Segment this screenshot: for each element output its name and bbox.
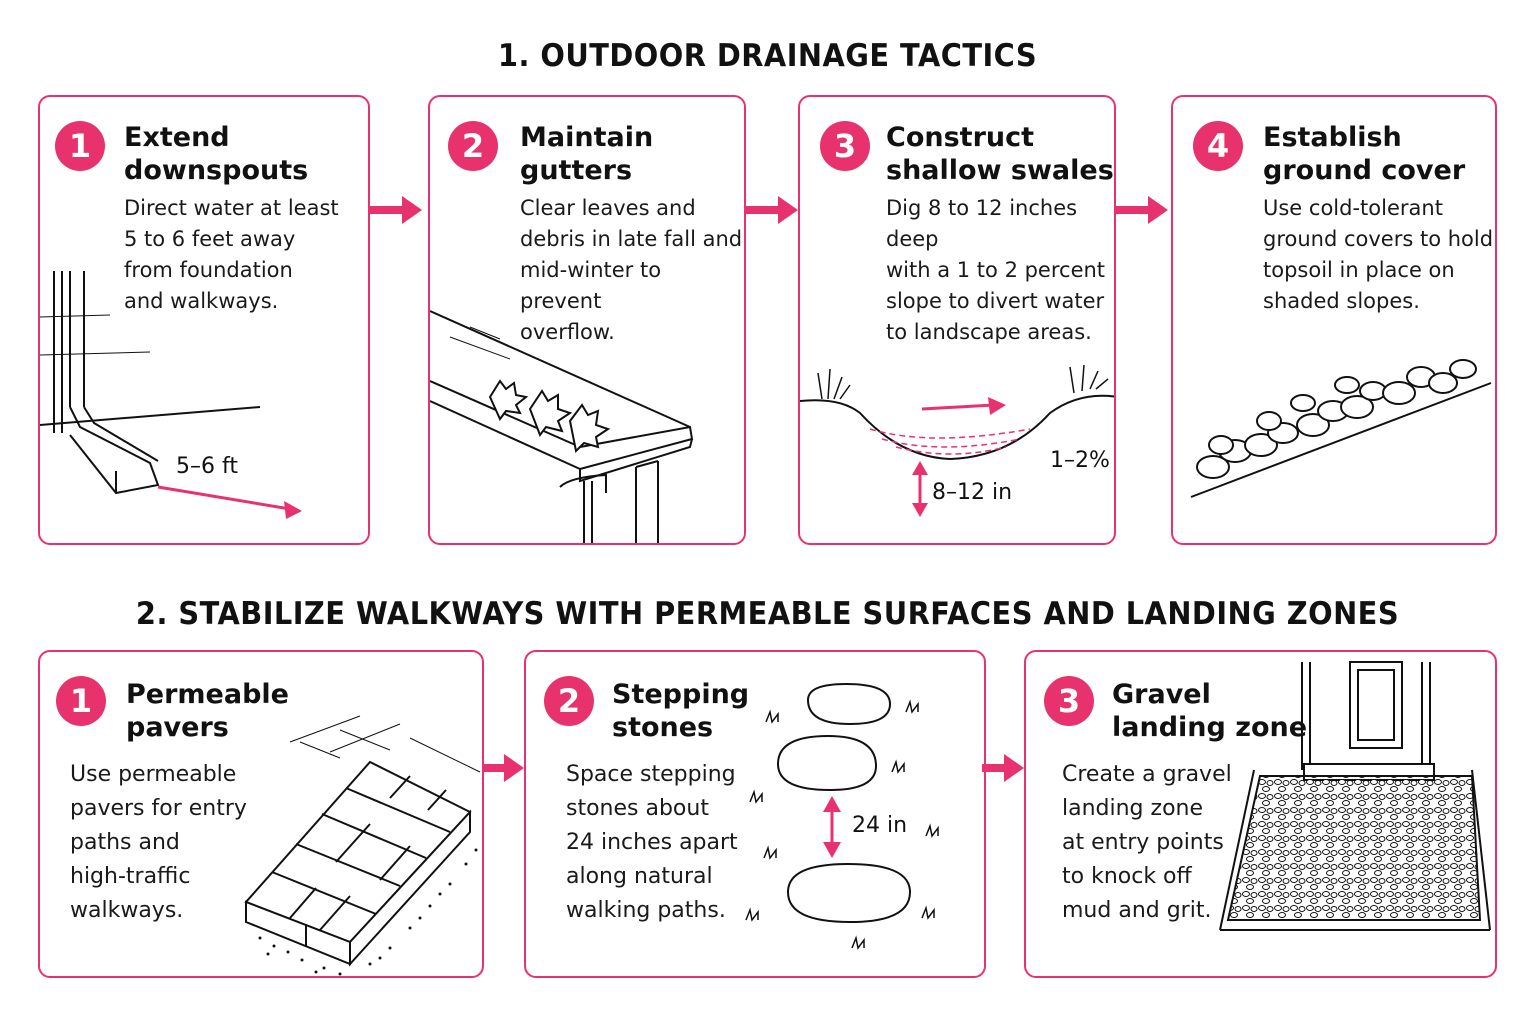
swale-icon: 8–12 in 1–2% xyxy=(800,364,1114,517)
downspout-icon: 5–6 ft xyxy=(40,271,302,519)
card-construct-swales: 3 Construct shallow swales Dig 8 to 12 i… xyxy=(798,95,1116,545)
distance-label: 5–6 ft xyxy=(176,454,238,479)
pavers-icon xyxy=(244,715,481,976)
depth-label: 8–12 in xyxy=(932,480,1012,505)
step-badge: 2 xyxy=(448,121,498,171)
arrow-right-icon xyxy=(370,196,422,224)
step-badge: 3 xyxy=(820,121,870,171)
card-title: Permeable pavers xyxy=(126,679,289,743)
card-description: Direct water at least 5 to 6 feet away f… xyxy=(124,196,339,313)
card-description: Space stepping stones about 24 inches ap… xyxy=(566,762,738,923)
card-title: Extend downspouts xyxy=(124,122,309,186)
step-badge: 3 xyxy=(1044,676,1094,726)
card-extend-downspouts: 1 Extend downspouts Direct water at leas… xyxy=(38,95,370,545)
card-title: Stepping stones xyxy=(612,679,750,743)
card-description: Dig 8 to 12 inches deep with a 1 to 2 pe… xyxy=(886,196,1106,344)
arrow-right-icon xyxy=(746,196,798,224)
card-description: Use cold-tolerant ground covers to hold … xyxy=(1263,196,1494,313)
section-2-title: 2. STABILIZE WALKWAYS WITH PERMEABLE SUR… xyxy=(135,596,1400,632)
card-title: Maintain gutters xyxy=(520,122,654,186)
card-maintain-gutters: 2 Maintain gutters Clear leaves and debr… xyxy=(428,95,746,545)
arrow-right-icon xyxy=(1116,196,1168,224)
gutter-leaves-icon xyxy=(430,310,694,543)
slope-label: 1–2% xyxy=(1050,448,1110,473)
step-badge: 1 xyxy=(56,676,106,726)
card-permeable-pavers: 1 Permeable pavers Use permeable pavers … xyxy=(38,650,484,978)
step-badge: 4 xyxy=(1193,121,1243,171)
card-stepping-stones: 2 Stepping stones Space stepping stones … xyxy=(524,650,986,978)
card-description: Clear leaves and debris in late fall and… xyxy=(520,196,743,344)
gravel-door-icon xyxy=(1219,661,1491,931)
ground-cover-icon xyxy=(1190,359,1492,498)
spacing-label: 24 in xyxy=(852,813,907,838)
card-establish-ground-cover: 4 Establish ground cover Use cold-tolera… xyxy=(1171,95,1497,545)
card-description: Create a gravel landing zone at entry po… xyxy=(1062,762,1232,923)
card-gravel-landing-zone: 3 Gravel landing zone Create a gravel la… xyxy=(1024,650,1497,978)
arrow-right-icon xyxy=(982,754,1024,782)
card-title: Construct shallow swales xyxy=(886,122,1114,186)
card-title: Gravel landing zone xyxy=(1112,679,1308,743)
stepping-stones-icon: 24 in xyxy=(745,682,939,950)
step-badge: 2 xyxy=(544,676,594,726)
card-description: Use permeable pavers for entry paths and… xyxy=(70,762,247,923)
card-title: Establish ground cover xyxy=(1263,122,1466,186)
arrow-right-icon xyxy=(482,754,524,782)
section-1-title: 1. OUTDOOR DRAINAGE TACTICS xyxy=(497,38,1038,74)
step-badge: 1 xyxy=(55,121,105,171)
